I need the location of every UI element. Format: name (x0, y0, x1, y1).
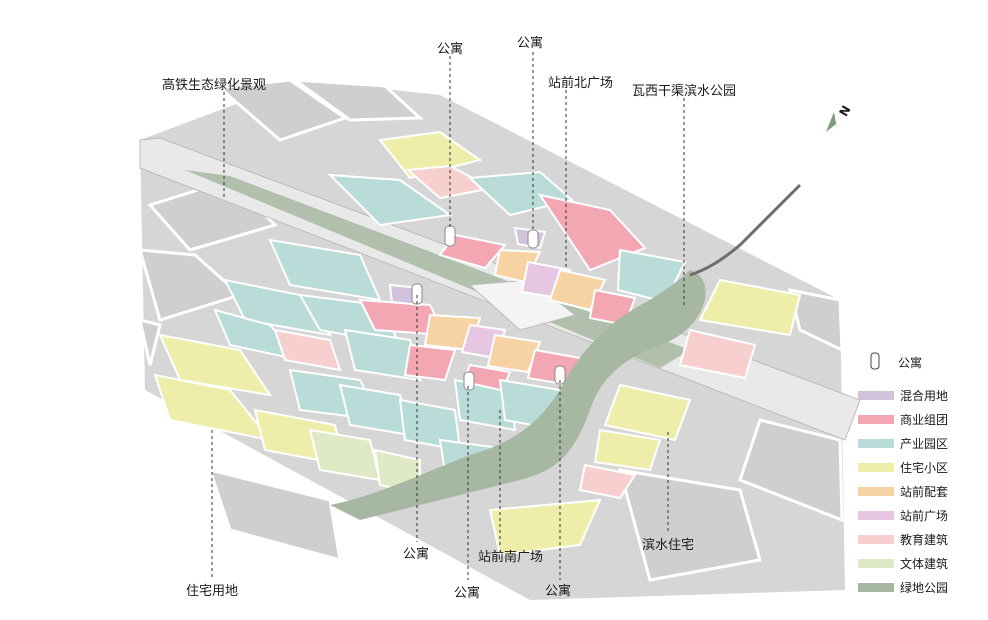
legend-swatch (858, 415, 894, 424)
legend-swatch (858, 487, 894, 496)
label-waterfront-park: 瓦西干渠滨水公园 (632, 84, 737, 99)
legend-swatch (858, 439, 894, 448)
label-apartment-top-1: 公寓 (437, 42, 464, 57)
legend-label: 混合用地 (900, 389, 949, 403)
label-apartment-bottom-1: 公寓 (403, 547, 430, 562)
label-residential-land: 住宅用地 (186, 584, 239, 599)
legend-label: 教育建筑 (900, 533, 949, 547)
legend-swatch (858, 535, 894, 544)
station-building (468, 279, 577, 331)
legend-label: 站前配套 (900, 485, 949, 499)
label-hsr-landscape: 高铁生态绿化景观 (162, 78, 267, 93)
label-waterfront-residential: 滨水住宅 (642, 538, 695, 553)
legend-swatch (858, 391, 894, 400)
label-south-plaza: 站前南广场 (478, 550, 544, 565)
legend-label: 住宅小区 (900, 461, 949, 475)
north-arrow-icon (826, 112, 838, 132)
apartment-icon (870, 352, 880, 370)
legend-label: 站前广场 (900, 509, 949, 523)
label-apartment-bottom-2: 公寓 (454, 586, 481, 601)
legend-swatch (858, 583, 894, 592)
legend-label: 文体建筑 (900, 557, 949, 571)
leader-lines (211, 52, 685, 580)
legend-apartment: 公寓 (858, 352, 983, 374)
canal (689, 183, 802, 277)
legend-label: 商业组团 (900, 413, 949, 427)
east-district (488, 278, 802, 557)
label-north-plaza: 站前北广场 (548, 76, 614, 91)
green-park-corridor (330, 270, 706, 520)
legend-apartment-label: 公寓 (898, 356, 923, 370)
legend-swatch (858, 559, 894, 568)
apartment-towers (411, 225, 566, 391)
label-apartment-top-2: 公寓 (517, 36, 544, 51)
legend-swatch (858, 511, 894, 520)
north-arrow: N (822, 102, 858, 138)
outer-blocks (137, 78, 844, 582)
label-apartment-bottom-3: 公寓 (545, 584, 572, 599)
legend-label: 产业园区 (900, 437, 949, 451)
legend-label: 绿地公园 (900, 581, 949, 595)
legend-swatch (858, 463, 894, 472)
